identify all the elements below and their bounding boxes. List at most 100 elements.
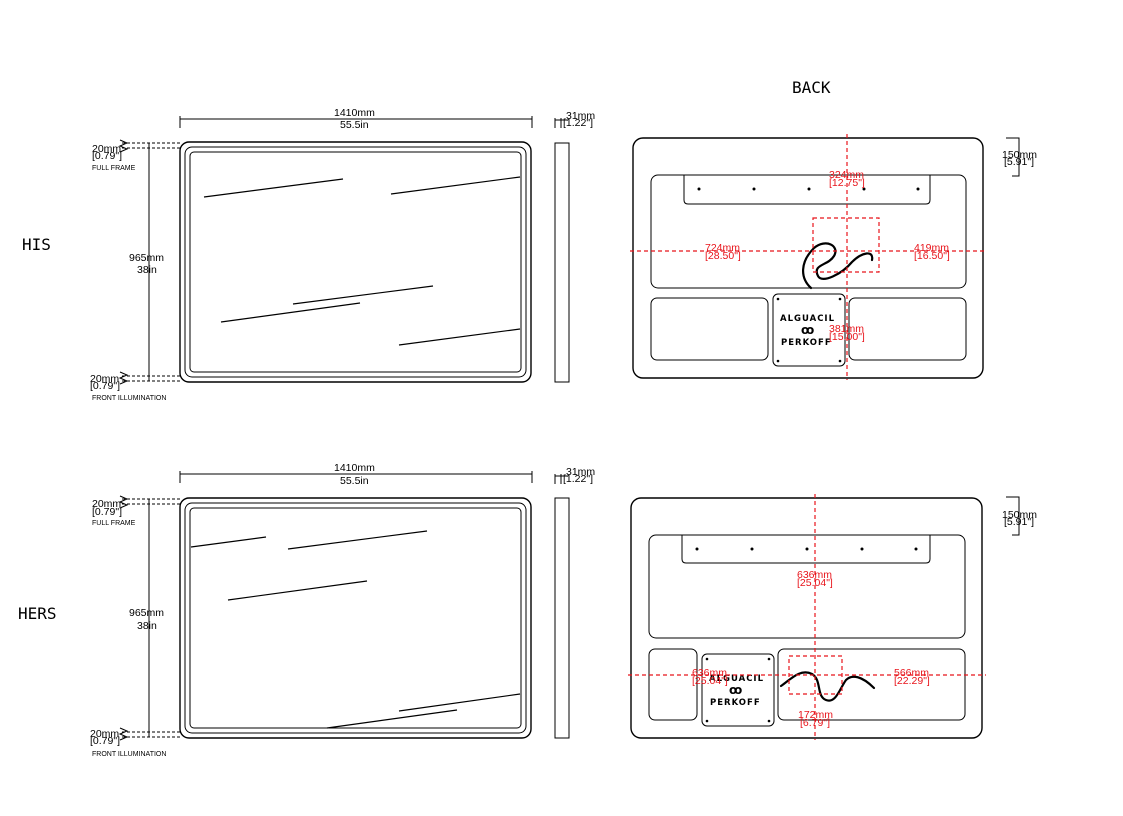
hers-back-view: ALGUACIL ꝏ PERKOFF 636mm [25.04"] 636mm … (628, 494, 1037, 740)
his-reflection-5 (398, 328, 521, 346)
bracket-hole (695, 547, 699, 551)
hers-logo-line2: PERKOFF (710, 698, 761, 708)
hers-middle-frame (184, 502, 527, 734)
bracket-hole (862, 187, 866, 191)
his-label: HIS (22, 235, 51, 254)
hers-box-depth-mm: 150mm (1002, 509, 1037, 521)
hers-depth-in: [1.22"] (563, 473, 593, 485)
hers-illum-label: FRONT ILLUMINATION (92, 751, 166, 758)
hers-bottom-in: [6.79"] (800, 717, 830, 729)
his-frame-mm: 20mm (92, 143, 121, 155)
screw (776, 297, 780, 301)
screw (767, 719, 771, 723)
his-back-left-panel (650, 297, 769, 361)
screw (838, 297, 842, 301)
his-frame-arrow (118, 139, 129, 153)
his-front-view: 1410mm 55.5in 965mm 38in 20mm [0.79"] FU… (90, 107, 595, 402)
his-logo-screws (776, 297, 842, 363)
his-illum-mm: 20mm (90, 373, 119, 385)
his-frame-label: FULL FRAME (92, 165, 136, 172)
bracket-hole (752, 187, 756, 191)
hers-reflection-4 (398, 693, 521, 712)
his-illum-in: [0.79"] (90, 380, 120, 392)
hers-logo-line1: ALGUACIL (709, 674, 764, 684)
his-box-depth-in: [5.91"] (1004, 156, 1034, 168)
hers-box-depth-bracket (1006, 496, 1020, 536)
his-depth-in: [1.22"] (563, 117, 593, 129)
hers-height-mm: 965mm (129, 607, 164, 619)
his-left-mm: 724mm (705, 242, 740, 254)
hers-reflection-1 (190, 536, 267, 548)
bracket-hole (750, 547, 754, 551)
his-height-mm: 965mm (129, 252, 164, 264)
his-depth-mm: 31mm (566, 110, 595, 122)
his-side-profile (554, 142, 570, 383)
hers-top-mm: 636mm (797, 569, 832, 581)
his-frame-in: [0.79"] (92, 150, 122, 162)
his-middle-frame (184, 146, 527, 378)
his-box-depth-bracket (1006, 137, 1020, 177)
hers-frame-label: FULL FRAME (92, 520, 136, 527)
his-logo-line1: ALGUACIL (780, 314, 835, 324)
his-bottom-in: [15.00"] (829, 331, 865, 343)
his-illum-label: FRONT ILLUMINATION (92, 395, 166, 402)
hers-left-in: [25.04"] (692, 675, 728, 687)
hers-red-mount-zone (788, 655, 843, 695)
hers-back-upper-panel (648, 534, 966, 639)
hers-height-in: 38in (137, 620, 157, 632)
screw (705, 719, 709, 723)
hers-box-depth-in: [5.91"] (1004, 516, 1034, 528)
hers-reflection-3 (227, 580, 368, 601)
hers-right-in: [22.29"] (894, 675, 930, 687)
his-bottom-mm: 381mm (829, 323, 864, 335)
his-glass (189, 151, 522, 373)
hers-front-view: 1410mm 55.5in 965mm 38in 20mm [0.79"] FU… (90, 462, 595, 758)
his-right-mm: 419mm (914, 242, 949, 254)
hers-frame-in: [0.79"] (92, 506, 122, 518)
hers-width-mm: 1410mm (334, 462, 375, 474)
hers-back-left-panel (648, 648, 698, 721)
hers-frame-mm: 20mm (92, 498, 121, 510)
hers-glass (189, 507, 522, 729)
hers-width-in: 55.5in (340, 475, 369, 487)
hers-back-outline (630, 497, 983, 739)
hers-logo-plate (701, 653, 775, 727)
his-width-mm: 1410mm (334, 107, 375, 119)
hers-reflection-5 (326, 709, 458, 729)
screw (705, 657, 709, 661)
hers-label: HERS (18, 604, 57, 623)
his-reflection-2 (390, 176, 521, 195)
hers-hanging-bracket (681, 535, 931, 564)
hers-illum-in: [0.79"] (90, 735, 120, 747)
screw (838, 359, 842, 363)
his-width-in: 55.5in (340, 119, 369, 131)
hers-back-right-panel (777, 648, 966, 721)
his-back-right-panel (848, 297, 967, 361)
his-hook-squiggle (802, 242, 874, 290)
his-left-in: [28.50"] (705, 250, 741, 262)
his-back-outline (632, 137, 984, 379)
his-top-mm: 324mm (829, 169, 864, 181)
hers-outer-frame (179, 497, 532, 739)
hers-illum-mm: 20mm (90, 728, 119, 740)
his-reflection-3 (292, 285, 434, 305)
hers-frame-arrow (118, 495, 129, 509)
hers-reflection-2 (287, 530, 428, 550)
his-logo-plate (772, 293, 846, 367)
hers-left-mm: 636mm (692, 667, 727, 679)
his-back-view: ALGUACIL ꝏ PERKOFF 324mm [12.75"] 724mm … (630, 134, 1037, 380)
hers-right-mm: 566mm (894, 667, 929, 679)
his-outer-frame (179, 141, 532, 383)
hers-hook-squiggle (779, 671, 876, 702)
his-height-in: 38in (137, 264, 157, 276)
hers-logo-screws (705, 657, 771, 723)
his-reflection-4 (220, 302, 361, 323)
his-reflection-1 (203, 178, 344, 198)
his-box-depth-mm: 150mm (1002, 149, 1037, 161)
bracket-hole (914, 547, 918, 551)
bracket-hole (807, 187, 811, 191)
bracket-hole (860, 547, 864, 551)
screw (776, 359, 780, 363)
his-bracket-holes (697, 187, 920, 191)
